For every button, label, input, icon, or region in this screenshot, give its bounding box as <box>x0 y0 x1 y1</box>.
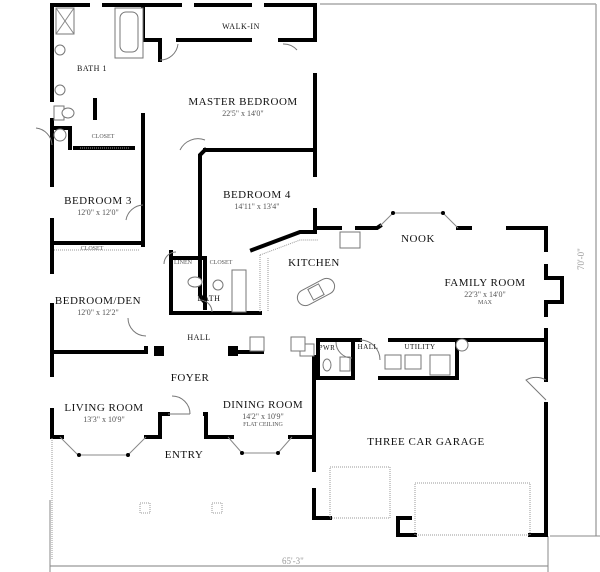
room-label-linen: LINEN <box>174 260 192 266</box>
room-label-hall: HALL <box>187 333 211 342</box>
room-note: MAX <box>477 300 493 306</box>
room-label-pwr: PWR <box>318 344 336 352</box>
room-note: FLAT CEILING <box>243 422 283 428</box>
room-label-walk-in: WALK-IN <box>222 22 260 31</box>
room-label-closet-den: CLOSET <box>80 246 104 252</box>
room-name: LIVING ROOM <box>64 402 144 414</box>
posts <box>154 346 238 356</box>
room-name: BEDROOM 4 <box>223 189 291 201</box>
room-label-entry: ENTRY <box>164 449 204 461</box>
room-bedroom-den: BEDROOM/DEN 12'0" x 12'2" <box>55 292 141 317</box>
room-bedroom4: BEDROOM 4 14'11" x 13'4" <box>223 186 291 211</box>
overall-width-dimension: 65'-3" <box>282 556 304 566</box>
room-label-kitchen: KITCHEN <box>288 257 340 269</box>
room-label-nook: NOOK <box>401 233 435 245</box>
room-living-room: LIVING ROOM 13'3" x 10'9" <box>64 399 143 424</box>
room-size: 14'11" x 13'4" <box>234 202 280 211</box>
room-name: DINING ROOM <box>222 399 304 411</box>
room-label-bath: BATH <box>197 294 221 303</box>
room-dining-room: DINING ROOM 14'2" x 10'9" FLAT CEILING <box>222 396 304 429</box>
room-name: BEDROOM 3 <box>64 195 132 207</box>
room-label-utility: UTILITY <box>404 343 436 351</box>
doors <box>35 43 547 415</box>
room-master-bedroom: MASTER BEDROOM 22'5" x 14'0" <box>188 93 297 118</box>
room-name: FAMILY ROOM <box>444 277 526 289</box>
fixtures <box>51 7 531 560</box>
room-bedroom3: BEDROOM 3 12'0" x 12'0" <box>64 192 132 217</box>
room-size: 12'0" x 12'0" <box>77 208 119 217</box>
room-size: 13'3" x 10'9" <box>83 415 125 424</box>
room-label-bath1: BATH 1 <box>77 64 107 73</box>
room-label-foyer: FOYER <box>170 372 210 384</box>
room-label-closet-hall: CLOSET <box>209 260 233 266</box>
dimension-lines <box>49 3 600 572</box>
room-size: 12'0" x 12'2" <box>77 308 119 317</box>
room-label-closet-master: CLOSET <box>91 134 115 140</box>
room-size: 14'2" x 10'9" <box>242 412 284 421</box>
room-size: 22'5" x 14'0" <box>222 109 264 118</box>
room-label-garage: THREE CAR GARAGE <box>367 436 485 448</box>
bay-windows <box>59 211 459 457</box>
room-family-room: FAMILY ROOM 22'3" x 14'0" MAX <box>444 274 526 307</box>
room-name: BEDROOM/DEN <box>54 295 142 307</box>
room-label-hall2: HALL <box>357 343 379 351</box>
overall-depth-dimension: 70'-0" <box>576 248 586 270</box>
room-name: MASTER BEDROOM <box>188 96 298 108</box>
room-size: 22'3" x 14'0" <box>464 290 506 299</box>
